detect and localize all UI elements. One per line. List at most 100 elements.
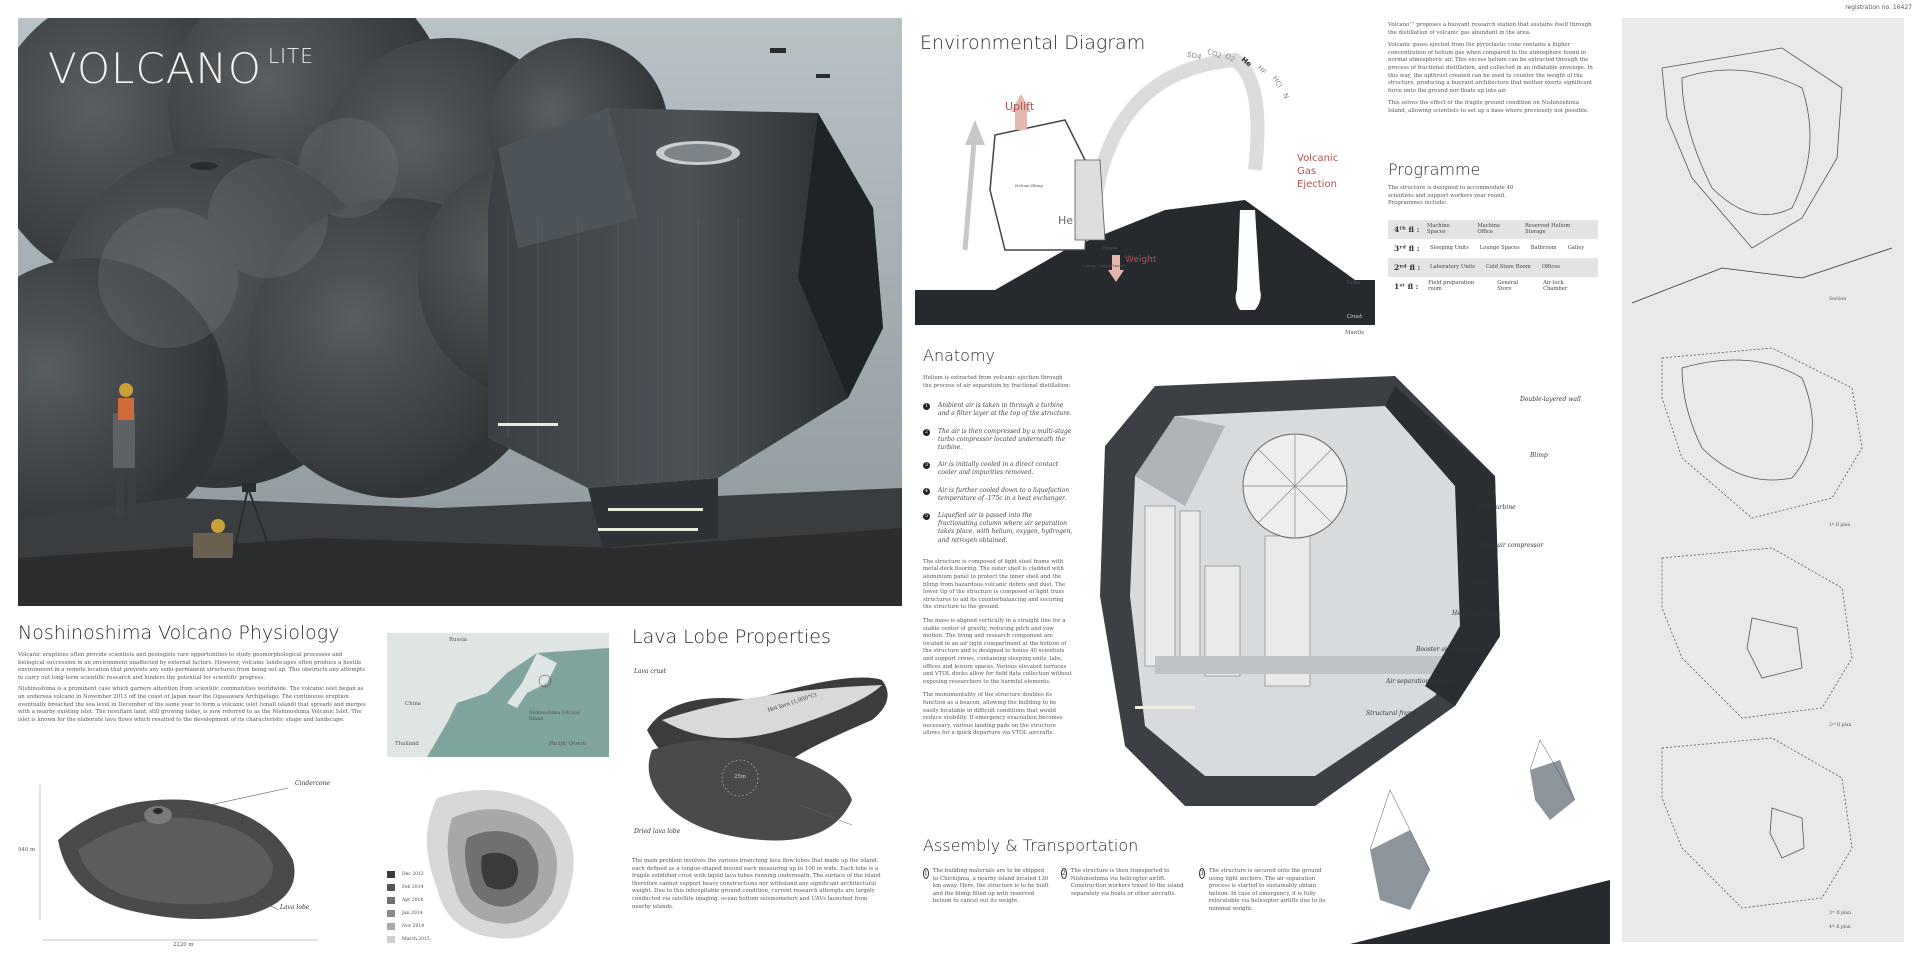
- assembly-title: Assembly & Transportation: [923, 836, 1139, 855]
- legend-item: Jun 2014: [387, 907, 430, 920]
- gas-label: HCl: [1270, 74, 1284, 90]
- anatomy-callout: Blimp: [1530, 452, 1548, 459]
- assembly-step-number: 1: [923, 868, 929, 879]
- island-terrain-illustration: [39, 785, 318, 941]
- plan-1-label: 1ˢᵗ fl plan: [1829, 523, 1851, 528]
- gas-ejection-label: Volcanic Gas Ejection: [1297, 153, 1339, 190]
- programme-text: The structure is designed to accommodate…: [1388, 185, 1514, 207]
- map-label-thailand: Thailand: [395, 741, 419, 747]
- lava-lobe-section: Lava Lobe Properties: [632, 626, 902, 648]
- dried-lava-lobe-label: Dried lava lobe: [634, 828, 681, 835]
- assembly-step-text: The structure is then transported to Nis…: [1070, 868, 1184, 897]
- lobe-size-label: 25m: [734, 774, 746, 780]
- floor-label: 4ᵗʰ fl :: [1394, 224, 1420, 234]
- assembly-step-text: The structure is secured onto the ground…: [1208, 868, 1326, 912]
- gas-label: He: [1239, 55, 1253, 69]
- hero-illustration: [18, 18, 902, 606]
- assembly-section: Assembly & Transportation: [923, 836, 1343, 855]
- helium-label: He: [1058, 214, 1074, 227]
- living-label: Living Compartment: [1083, 263, 1125, 268]
- legend-swatch: [387, 884, 395, 891]
- programme-item: Field preparation room: [1428, 280, 1475, 293]
- legend-label: Nov 2014: [402, 924, 425, 929]
- mantle-label: Mantle: [1345, 330, 1365, 336]
- anatomy-section: Anatomy Helium is extracted from volcani…: [923, 346, 1073, 738]
- environmental-diagram: Uplift Weight He Volcanic Gas Ejection H…: [915, 48, 1375, 340]
- programme-item: Offices: [1541, 264, 1560, 271]
- assembly-diagram: [1350, 730, 1610, 944]
- lava-crust-label: Lava crust: [634, 668, 667, 675]
- intro-paragraph-1: Volcano™ proposes a buoyant research sta…: [1388, 22, 1592, 36]
- anatomy-title: Anatomy: [923, 346, 996, 365]
- plans-illustration: [1631, 47, 1893, 909]
- programme-item: Sleeping Units: [1430, 245, 1469, 252]
- floor-label: 3ʳᵈ fl :: [1394, 243, 1420, 253]
- programme-item: Machine Spaces: [1426, 223, 1450, 236]
- anatomy-steps: 1 Ambient air is taken in through a turbi…: [923, 402, 1073, 545]
- anatomy-intro: Helium is extracted from volcanic ejecti…: [923, 375, 1071, 389]
- physiology-title: Noshinoshima Volcano Physiology: [18, 622, 340, 644]
- assembly-step-number: 3: [1199, 868, 1205, 879]
- anatomy-step: 1 Ambient air is taken in through a turbi…: [923, 402, 1073, 418]
- blimp-label: Helium Blimp: [1015, 183, 1043, 188]
- step-text: The air is then compressed by a multi-st…: [938, 427, 1072, 451]
- anatomy-callout: Air separation column: [1386, 678, 1454, 685]
- registration-number: registration no. 16427: [1845, 4, 1912, 11]
- crust-label: Crust: [1347, 314, 1363, 320]
- programme-item: Machine Office: [1477, 223, 1501, 236]
- anatomy-callout: Main turbine: [1476, 504, 1516, 511]
- legend-item: Dec 2013: [387, 868, 430, 881]
- floor-label: 1ˢᵗ fl :: [1394, 281, 1419, 291]
- step-text: Air is further cooled down to a liquefac…: [938, 486, 1070, 502]
- programme-item: Galley: [1567, 245, 1585, 252]
- map-label-site: Nishinoshima Volcanic Island: [529, 711, 581, 722]
- legend-swatch: [387, 923, 395, 930]
- assembly-step-number: 2: [1061, 868, 1067, 879]
- anatomy-callout: Structural frame: [1366, 710, 1418, 717]
- step-number: 2: [923, 428, 930, 436]
- programme-item: Bathroom: [1530, 245, 1557, 252]
- lobe-label: Lobe: [1347, 280, 1361, 286]
- environmental-illustration: [915, 52, 1375, 325]
- env-title: Environmental Diagram: [920, 32, 1146, 54]
- lava-lobe-text: The main problem involves the various br…: [632, 858, 881, 910]
- plan-3-label: 3ʳᵈ fl plan: [1829, 911, 1851, 916]
- floor-label: 2ⁿᵈ fl :: [1394, 262, 1421, 272]
- volcano-lite-structure: [488, 108, 883, 548]
- anatomy-step: 5 Liquefied air is passed into the fracti…: [923, 512, 1073, 545]
- programme-item: Cold Store Room: [1485, 264, 1531, 271]
- uplift-label: Uplift: [1005, 100, 1035, 113]
- intro-paragraph-3: This solves the effect of the fragile gr…: [1388, 100, 1589, 114]
- oxygen-label: Oxygen: [1102, 245, 1118, 250]
- programme-item: Reserved Helium Storage: [1524, 223, 1571, 236]
- assembly-illustration: [1350, 739, 1610, 944]
- programme-row: 4ᵗʰ fl : Machine Spaces Machine Office Rese…: [1388, 219, 1598, 239]
- step-text: Liquefied air is passed into the fractio…: [938, 512, 1073, 544]
- physiology-section: Noshinoshima Volcano Physiology Volcanic…: [18, 622, 368, 724]
- legend-item: Nov 2014: [387, 920, 430, 933]
- hero-title-sup: LITE: [268, 44, 314, 68]
- physiology-paragraph-1: Volcanic eruptions often provide scienti…: [18, 652, 365, 681]
- gas-label: HF: [1255, 63, 1268, 77]
- legend-swatch: [387, 936, 395, 943]
- programme-title: Programme: [1388, 160, 1481, 179]
- anatomy-callout: Booster air compressor: [1416, 646, 1488, 653]
- step-number: 1: [923, 403, 930, 411]
- step-text: Ambient air is taken in through a turbin…: [938, 402, 1072, 418]
- legend-label: Apr 2014: [402, 898, 424, 903]
- anatomy-callout: Double-layered wall: [1520, 396, 1581, 403]
- anatomy-step: 2 The air is then compressed by a multi-s…: [923, 428, 1073, 453]
- legend-swatch: [387, 910, 395, 917]
- step-number: 5: [923, 513, 930, 521]
- lava-lobe-title: Lava Lobe Properties: [632, 626, 831, 648]
- lava-lobe-label: Lava lobe: [280, 904, 310, 911]
- anatomy-paragraph-2: The mass is aligned vertically in a stra…: [923, 617, 1072, 685]
